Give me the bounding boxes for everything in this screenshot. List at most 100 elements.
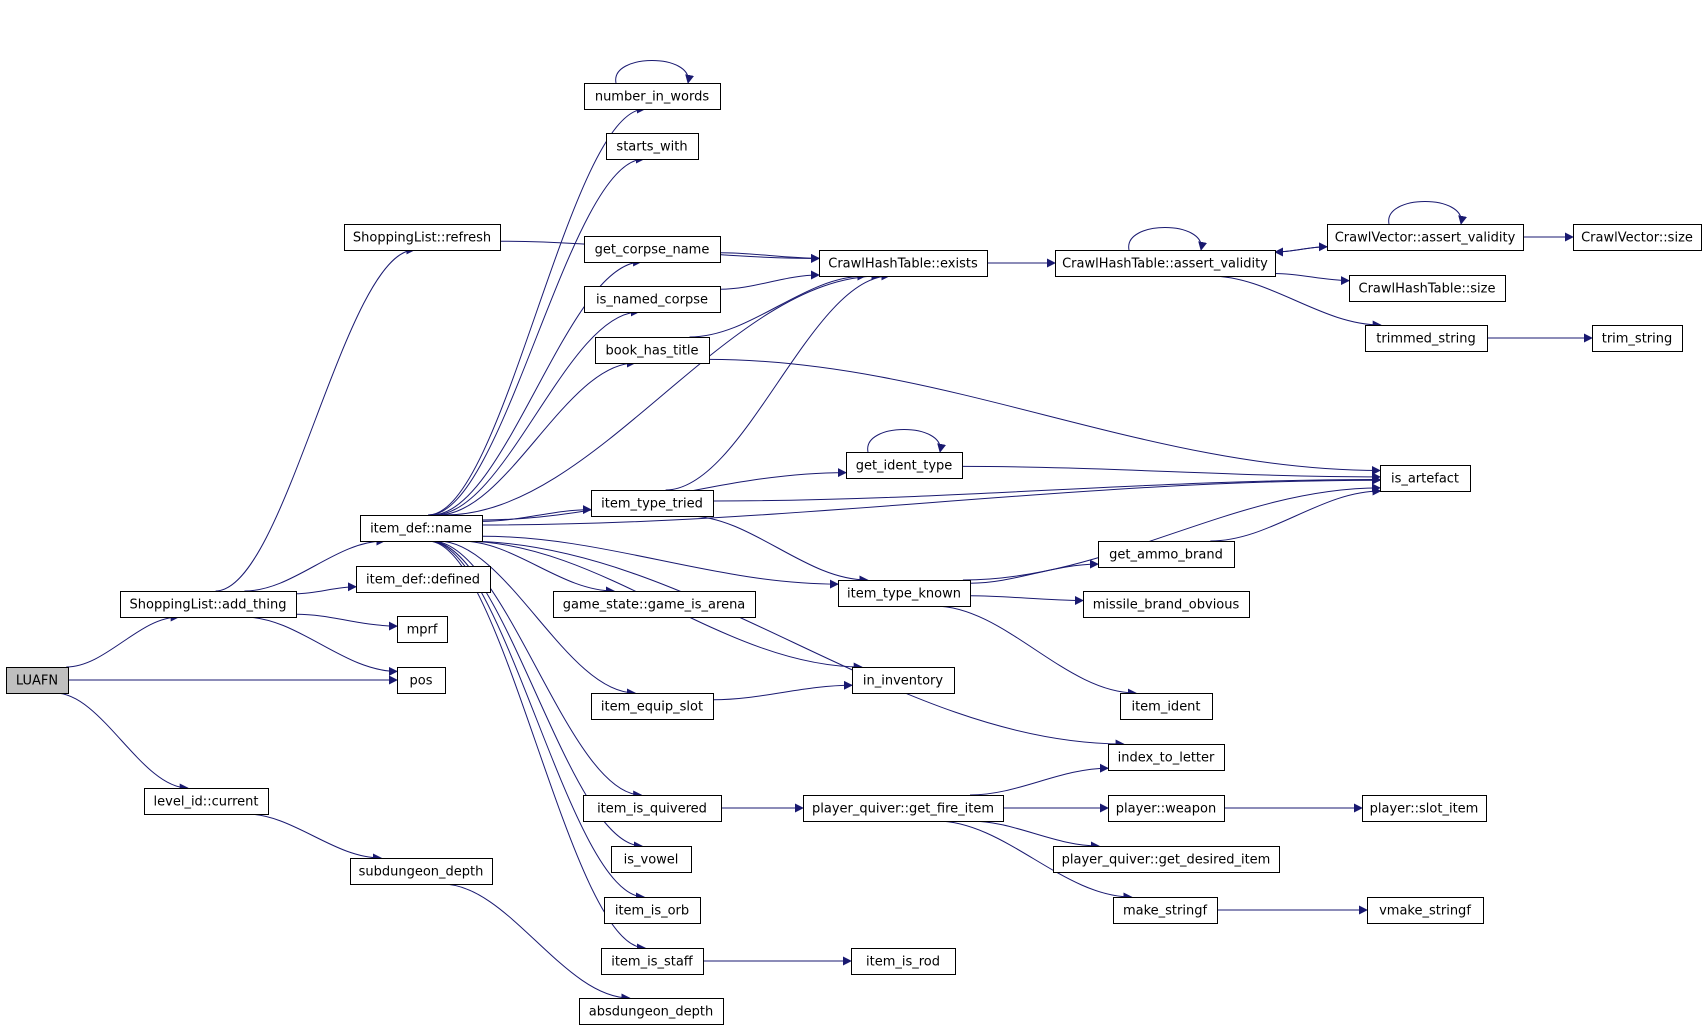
- node-box: [601, 948, 704, 975]
- node-label: absdungeon_depth: [589, 1005, 714, 1020]
- node-is-artefact[interactable]: is_artefact: [1380, 465, 1471, 492]
- node-label: pos: [410, 674, 433, 689]
- edge-item-name-to-is-artefact: [481, 475, 1381, 526]
- node-get-corpse-name[interactable]: get_corpse_name: [584, 236, 721, 263]
- node-label: item_type_known: [847, 587, 961, 602]
- node-get-ammo-brand[interactable]: get_ammo_brand: [1098, 541, 1235, 568]
- node-box: [851, 948, 956, 975]
- node-hash-size[interactable]: CrawlHashTable::size: [1349, 275, 1506, 302]
- node-label: ShoppingList::refresh: [353, 231, 491, 246]
- node-box: [356, 566, 491, 593]
- node-item-type-tried[interactable]: item_type_tried: [591, 490, 714, 517]
- node-is-vowel[interactable]: is_vowel: [611, 846, 692, 873]
- node-label: item_is_orb: [615, 904, 689, 919]
- node-box: [397, 616, 448, 643]
- node-number-in-words[interactable]: number_in_words: [584, 83, 721, 110]
- edge-get-fire-item-to-make-stringf: [936, 820, 1133, 902]
- node-box: [604, 897, 701, 924]
- node-label: player_quiver::get_fire_item: [812, 802, 994, 817]
- node-label: CrawlHashTable::size: [1359, 282, 1496, 297]
- node-vec-size[interactable]: CrawlVector::size: [1573, 224, 1702, 251]
- node-item-is-rod[interactable]: item_is_rod: [851, 948, 956, 975]
- node-get-ident-type[interactable]: get_ident_type: [846, 452, 963, 479]
- node-label: subdungeon_depth: [359, 865, 484, 880]
- node-pos[interactable]: pos: [397, 667, 446, 694]
- node-label: get_corpse_name: [595, 243, 710, 258]
- node-item-is-orb[interactable]: item_is_orb: [604, 897, 701, 924]
- node-vec-assert[interactable]: CrawlVector::assert_validity: [1327, 224, 1524, 251]
- edge-item-type-tried-to-hash-exists: [665, 271, 891, 491]
- node-label: in_inventory: [863, 674, 944, 689]
- edge-add-thing-to-mprf: [295, 613, 398, 631]
- node-box: [1055, 250, 1276, 277]
- node-absdungeon[interactable]: absdungeon_depth: [579, 998, 724, 1025]
- edge-item-name-to-item-is-staff: [427, 540, 646, 953]
- edge-book-has-title-to-hash-exists: [689, 271, 867, 338]
- node-item-name[interactable]: item_def::name: [360, 515, 483, 542]
- edge-luafn-to-add-thing: [66, 612, 180, 668]
- node-box: [360, 515, 483, 542]
- edge-item-name-to-is-vowel: [429, 540, 643, 851]
- node-label: CrawlHashTable::exists: [828, 257, 978, 272]
- node-game-is-arena[interactable]: game_state::game_is_arena: [553, 591, 756, 618]
- edge-item-type-known-to-missile-brand: [969, 595, 1084, 605]
- node-subdungeon[interactable]: subdungeon_depth: [350, 858, 493, 885]
- node-item-is-quivered[interactable]: item_is_quivered: [583, 795, 722, 822]
- edge-level-current-to-subdungeon: [245, 813, 382, 863]
- node-mprf[interactable]: mprf: [397, 616, 448, 643]
- node-in-inventory[interactable]: in_inventory: [852, 667, 955, 694]
- edge-get-fire-item-to-index-to-letter: [969, 763, 1109, 796]
- node-item-equip-slot[interactable]: item_equip_slot: [591, 693, 714, 720]
- node-add-thing[interactable]: ShoppingList::add_thing: [120, 591, 297, 618]
- node-box: [611, 846, 692, 873]
- node-label: trimmed_string: [1376, 332, 1475, 347]
- node-level-current[interactable]: level_id::current: [144, 788, 269, 815]
- node-book-has-title[interactable]: book_has_title: [595, 337, 710, 364]
- node-luafn[interactable]: LUAFN: [6, 667, 69, 694]
- node-box: [852, 667, 955, 694]
- node-is-named-corpse[interactable]: is_named_corpse: [584, 286, 721, 313]
- node-box: [1592, 325, 1683, 352]
- node-vmake-stringf[interactable]: vmake_stringf: [1367, 897, 1484, 924]
- node-box: [6, 667, 69, 694]
- node-label: player::weapon: [1116, 802, 1216, 817]
- node-starts-with[interactable]: starts_with: [606, 133, 699, 160]
- edge-add-thing-to-defined: [295, 582, 357, 595]
- edge-get-ammo-brand-to-is-artefact: [1210, 486, 1382, 542]
- node-trim-string[interactable]: trim_string: [1592, 325, 1683, 352]
- node-defined[interactable]: item_def::defined: [356, 566, 491, 593]
- edge-item-name-to-index-to-letter: [463, 540, 1125, 749]
- node-trimmed-string[interactable]: trimmed_string: [1365, 325, 1488, 352]
- node-box: [1083, 591, 1250, 618]
- node-label: missile_brand_obvious: [1093, 598, 1240, 613]
- node-index-to-letter[interactable]: index_to_letter: [1108, 744, 1225, 771]
- node-hash-assert[interactable]: CrawlHashTable::assert_validity: [1055, 250, 1276, 277]
- node-box: [1098, 541, 1235, 568]
- node-get-desired[interactable]: player_quiver::get_desired_item: [1053, 846, 1280, 873]
- node-label: item_is_staff: [611, 955, 694, 970]
- node-label: is_named_corpse: [596, 293, 708, 308]
- edge-hash-assert-to-trimmed-string: [1210, 275, 1382, 330]
- node-refresh[interactable]: ShoppingList::refresh: [344, 224, 501, 251]
- node-item-type-known[interactable]: item_type_known: [838, 580, 971, 607]
- node-box: [1349, 275, 1506, 302]
- node-box: [1120, 693, 1213, 720]
- node-box: [1367, 897, 1484, 924]
- node-label: ShoppingList::add_thing: [130, 598, 287, 613]
- node-player-weapon[interactable]: player::weapon: [1108, 795, 1225, 822]
- node-slot-item[interactable]: player::slot_item: [1362, 795, 1487, 822]
- node-hash-exists[interactable]: CrawlHashTable::exists: [819, 250, 988, 277]
- node-item-is-staff[interactable]: item_is_staff: [601, 948, 704, 975]
- edge-vec-assert-to-hash-assert: [1274, 246, 1328, 257]
- node-missile-brand[interactable]: missile_brand_obvious: [1083, 591, 1250, 618]
- node-label: get_ident_type: [856, 459, 953, 474]
- node-box: [584, 236, 721, 263]
- node-make-stringf[interactable]: make_stringf: [1113, 897, 1218, 924]
- node-label: item_equip_slot: [601, 700, 703, 715]
- node-box: [838, 580, 971, 607]
- node-get-fire-item[interactable]: player_quiver::get_fire_item: [803, 795, 1004, 822]
- node-label: starts_with: [616, 140, 687, 155]
- node-label: item_ident: [1131, 700, 1200, 715]
- node-item-ident[interactable]: item_ident: [1120, 693, 1213, 720]
